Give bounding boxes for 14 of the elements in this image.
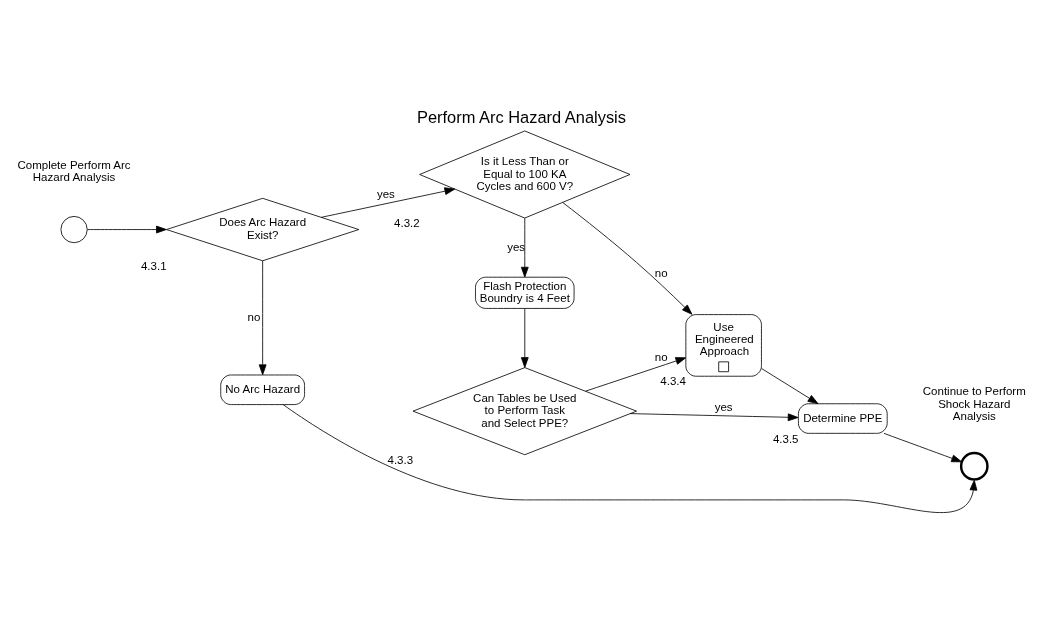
edge-label: no xyxy=(247,310,261,323)
node-label: 4.3.4 xyxy=(660,374,686,387)
node-label: Complete Perform Arc Hazard Analysis xyxy=(17,158,131,183)
edge-label: yes xyxy=(714,400,733,413)
node-label: 4.3.5 xyxy=(772,432,799,445)
diagram-title: Perform Arc Hazard Analysis xyxy=(417,107,626,126)
edge-label: no xyxy=(654,266,668,279)
node-label: 4.3.1 xyxy=(140,259,167,272)
edge-label: no xyxy=(654,350,668,363)
edge-label: yes xyxy=(376,187,395,200)
node-label: 4.3.2 xyxy=(394,216,420,229)
node-label: 4.3.3 xyxy=(387,453,414,466)
node-label: Continue to Perform Shock Hazard Analysis xyxy=(922,384,1026,422)
edge-label: yes xyxy=(507,240,526,253)
